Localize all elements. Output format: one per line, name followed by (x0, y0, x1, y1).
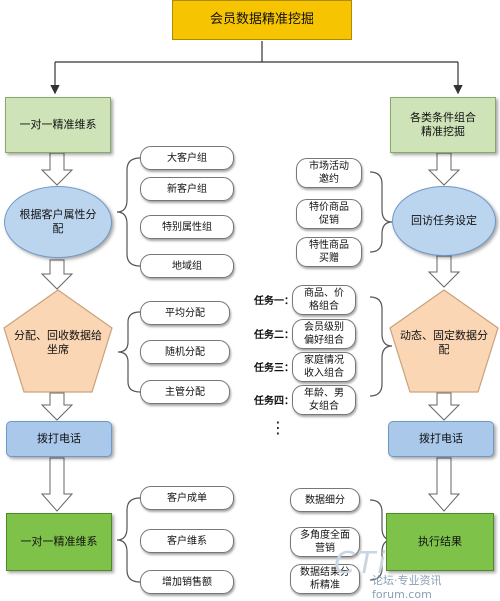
flow-arrow-right-3 (427, 392, 461, 421)
task-ellipsis: ⋮ (270, 418, 286, 437)
task-label-4: 任务四： (254, 396, 294, 407)
left-result: 一对一精准维系 (6, 513, 112, 571)
right-pentagon-label: 动态、固定数据分配 (400, 329, 488, 356)
brace-groups (116, 157, 141, 267)
flow-arrow-right-1 (427, 152, 461, 186)
flow-arrow-left-4 (40, 457, 74, 512)
task-label-3: 任务三： (254, 363, 294, 374)
right-header: 各类条件组合精准挖掘 (390, 97, 496, 153)
brace-assign (117, 311, 141, 393)
group-item-4: 地域组 (140, 254, 234, 278)
flow-arrow-left-1 (40, 152, 74, 186)
left-call: 拨打电话 (6, 421, 112, 457)
right-result: 执行结果 (386, 513, 494, 571)
left-pentagon (3, 289, 113, 393)
activity-item-3: 特性商品买赠 (296, 237, 362, 267)
right-ellipse: 回访任务设定 (392, 186, 496, 256)
right-result-item-1: 数据细分 (290, 488, 360, 512)
flow-arrow-left-2 (40, 259, 74, 290)
task-item-1: 商品、价格组合 (292, 285, 356, 315)
right-pentagon (389, 289, 499, 393)
right-call: 拨打电话 (388, 421, 494, 457)
brace-left-results (116, 497, 141, 583)
left-result-item-3: 增加销售额 (140, 570, 234, 594)
task-item-3: 家庭情况收入组合 (292, 352, 356, 382)
brace-tasks (369, 296, 393, 397)
left-ellipse: 根据客户属性分配 (4, 186, 112, 258)
title-branch-lines (50, 41, 463, 95)
task-label-2: 任务二： (254, 330, 294, 341)
activity-item-2: 特价商品促销 (296, 199, 362, 229)
left-header: 一对一精准维系 (5, 97, 111, 153)
watermark-logo: CTi (334, 546, 388, 581)
diagram-title: 会员数据精准挖掘 (172, 0, 352, 40)
flow-arrow-right-4 (427, 457, 461, 512)
assign-item-1: 平均分配 (140, 301, 230, 325)
activity-item-1: 市场活动邀约 (296, 158, 362, 188)
task-item-4: 年龄、男女组合 (292, 385, 356, 415)
task-label-1: 任务一： (254, 296, 294, 307)
brace-activities (369, 171, 393, 253)
right-result-item-3: 数据结果分析精准 (290, 564, 360, 594)
flow-arrow-left-3 (40, 392, 74, 421)
watermark-text: 论坛·专业资讯 forum.com (372, 574, 442, 601)
group-item-1: 大客户组 (140, 146, 234, 170)
assign-item-2: 随机分配 (140, 340, 230, 364)
group-item-3: 特别属性组 (140, 215, 234, 239)
left-result-item-2: 客户维系 (140, 529, 234, 553)
flow-arrow-right-2 (427, 255, 461, 288)
left-pentagon-label: 分配、回收数据给坐席 (14, 329, 102, 356)
left-result-item-1: 客户成单 (140, 486, 234, 510)
right-result-item-2: 多角度全面营销 (290, 527, 360, 557)
task-item-2: 会员级别偏好组合 (292, 319, 356, 349)
assign-item-3: 主管分配 (140, 380, 230, 404)
group-item-2: 新客户组 (140, 177, 234, 201)
